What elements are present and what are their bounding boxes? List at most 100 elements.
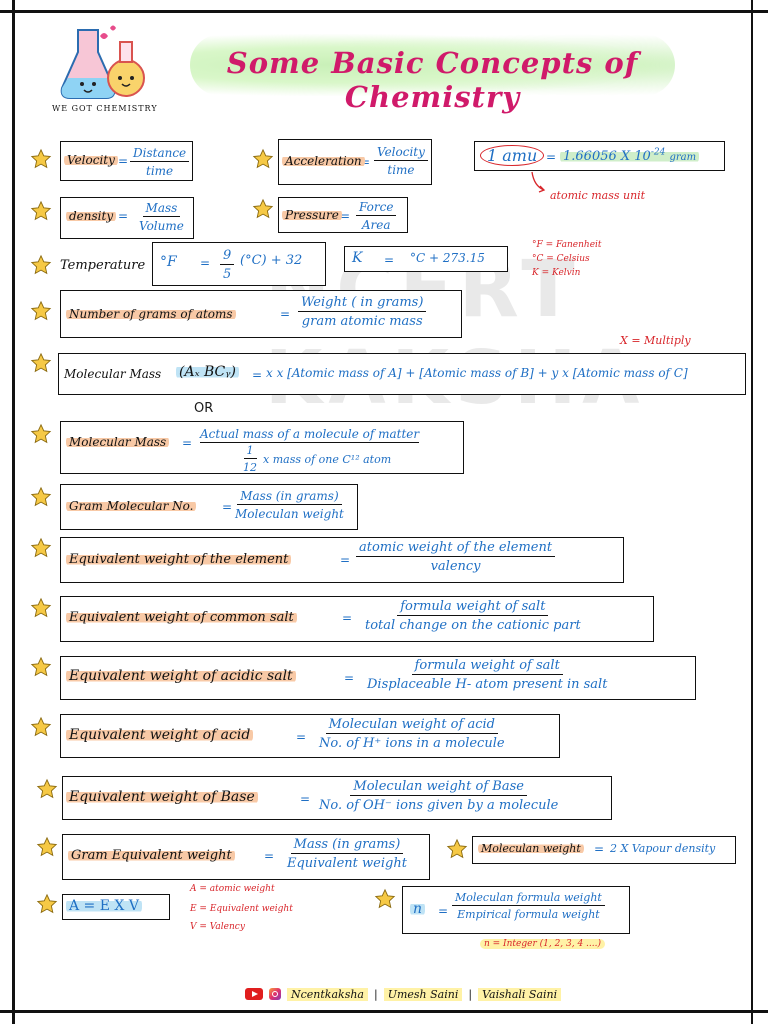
a-exv-legend-1: A = atomic weight: [190, 884, 275, 894]
frame-left: [12, 0, 15, 1024]
grams-atoms-numerator: Weight ( in grams): [298, 295, 427, 312]
page-title: Some Basic Concepts of Chemistry: [226, 46, 639, 114]
acceleration-label: Acceleration: [282, 154, 365, 168]
pressure-fraction: Force Area: [356, 200, 397, 232]
molecular-mass-1-equals: =: [252, 368, 263, 382]
fahrenheit-numerator: 9: [220, 248, 235, 265]
acceleration-equals: =: [360, 155, 371, 169]
frame-right: [751, 0, 753, 1024]
temperature-legend-1: °F = Fanenheit: [532, 240, 602, 250]
gram-molecular-numerator: Mass (in grams): [237, 489, 342, 505]
kelvin-equals: =: [384, 253, 395, 267]
acceleration-fraction: Velocity time: [374, 145, 428, 177]
n-formula-numerator: Moleculan formula weight: [452, 891, 605, 906]
eq-wt-base-numerator: Moleculan weight of Base: [350, 779, 527, 796]
youtube-icon[interactable]: [245, 988, 263, 1000]
gram-eq-wt-denominator: Equivalent weight: [287, 856, 407, 871]
amu-lhs-text: 1 amu: [480, 145, 545, 166]
fahrenheit-box: [152, 242, 326, 286]
amu-lhs: 1 amu: [480, 145, 545, 166]
star-icon: [30, 423, 52, 445]
temperature-legend-3: K = Kelvin: [532, 268, 581, 278]
star-icon: [30, 254, 52, 276]
a-exv-legend-2: E = Equivalent weight: [190, 904, 293, 914]
eq-wt-element-denominator: valency: [430, 559, 481, 574]
density-equals: =: [118, 209, 129, 223]
eq-wt-base-label: Equivalent weight of Base: [66, 789, 258, 805]
amu-value: 1.66056 X 10-24 gram: [560, 148, 700, 165]
n-formula-equals: =: [438, 904, 449, 918]
star-icon: [446, 838, 468, 860]
grams-atoms-equals: =: [280, 307, 291, 321]
molecular-mass-1-box: [58, 353, 746, 395]
kelvin-rhs: °C + 273.15: [410, 251, 485, 265]
temperature-label: Temperature: [60, 258, 146, 273]
fahrenheit-lhs: °F: [160, 254, 177, 270]
star-icon: [30, 486, 52, 508]
star-icon: [374, 888, 396, 910]
star-icon: [30, 200, 52, 222]
footer-brand[interactable]: Ncentkaksha: [287, 987, 368, 1001]
star-icon: [30, 352, 52, 374]
eq-wt-salt-equals: =: [342, 611, 353, 625]
eq-wt-element-label: Equivalent weight of the element: [66, 552, 292, 567]
n-formula-fraction: Moleculan formula weight Empirical formu…: [452, 891, 605, 921]
star-icon: [36, 893, 58, 915]
acceleration-numerator: Velocity: [374, 145, 428, 161]
velocity-label: Velocity: [64, 153, 118, 167]
footer-divider: |: [373, 987, 378, 1001]
eq-wt-acidic-salt-label: Equivalent weight of acidic salt: [66, 668, 296, 684]
fahrenheit-rest: (°C) + 32: [240, 253, 303, 268]
eq-wt-acid-fraction: Moleculan weight of acid No. of H⁺ ions …: [316, 717, 508, 751]
or-text: OR: [194, 401, 214, 416]
acceleration-denominator: time: [387, 163, 415, 177]
eq-wt-acidic-salt-fraction: formula weight of salt Displaceable H- a…: [364, 658, 610, 692]
kelvin-box: [344, 246, 508, 272]
star-icon: [30, 716, 52, 738]
eq-wt-acidic-salt-denominator: Displaceable H- atom present in salt: [367, 677, 608, 692]
gram-molecular-equals: =: [222, 500, 233, 514]
eq-wt-element-equals: =: [340, 553, 351, 567]
multiply-note: X = Multiply: [620, 334, 691, 347]
logo-caption: WE GOT CHEMISTRY: [52, 104, 158, 113]
gram-eq-wt-label: Gram Equivalent weight: [68, 848, 235, 863]
n-formula-denominator: Empirical formula weight: [457, 908, 600, 921]
n-formula-box: [402, 886, 630, 934]
eq-wt-base-fraction: Moleculan weight of Base No. of OH⁻ ions…: [316, 779, 561, 813]
title-highlight: [190, 34, 675, 96]
eq-wt-base-equals: =: [300, 792, 311, 806]
molecular-mass-2-equals: =: [182, 436, 193, 450]
amu-equals: =: [546, 150, 557, 164]
molecular-mass-1-rhs: x x [Atomic mass of A] + [Atomic mass of…: [266, 366, 688, 380]
gram-eq-wt-numerator: Mass (in grams): [290, 837, 404, 854]
density-fraction: Mass Volume: [136, 201, 187, 233]
eq-wt-acidic-salt-equals: =: [344, 671, 355, 685]
one-twelfth-fraction: 1 12: [243, 444, 257, 474]
eq-wt-acid-denominator: No. of H⁺ ions in a molecule: [319, 736, 505, 751]
eq-wt-salt-label: Equivalent weight of common salt: [66, 610, 297, 625]
molecular-mass-1-formula: (Aₓ BCᵧ): [176, 364, 239, 380]
eq-wt-element-box: [60, 537, 624, 583]
a-exv-formula: A = E X V: [66, 898, 142, 914]
pressure-equals: =: [340, 209, 351, 223]
velocity-equals: =: [118, 154, 129, 168]
n-formula-note: n = Integer (1, 2, 3, 4 ....): [480, 939, 605, 949]
amu-arrow: [528, 170, 548, 194]
frame-bottom: [0, 1010, 768, 1013]
molecular-mass-2-label: Molecular Mass: [66, 435, 170, 449]
a-exv-legend-3: V = Valency: [190, 922, 245, 932]
eq-wt-salt-box: [60, 596, 654, 642]
molecular-weight-label: Moleculan weight: [478, 842, 584, 855]
fahrenheit-fraction: 9 5: [220, 248, 235, 282]
molecular-mass-1-label: Molecular Mass: [64, 367, 162, 381]
eq-wt-element-fraction: atomic weight of the element valency: [356, 540, 556, 574]
frame-top: [0, 10, 768, 13]
eq-wt-salt-fraction: formula weight of salt total change on t…: [362, 599, 584, 633]
star-icon: [30, 597, 52, 619]
molecular-weight-rhs: 2 X Vapour density: [610, 842, 716, 855]
footer-name-2: Vaishali Saini: [478, 987, 562, 1001]
star-icon: [30, 656, 52, 678]
star-icon: [252, 198, 274, 220]
instagram-icon[interactable]: [269, 988, 281, 1000]
gram-molecular-label: Gram Molecular No.: [66, 499, 197, 513]
